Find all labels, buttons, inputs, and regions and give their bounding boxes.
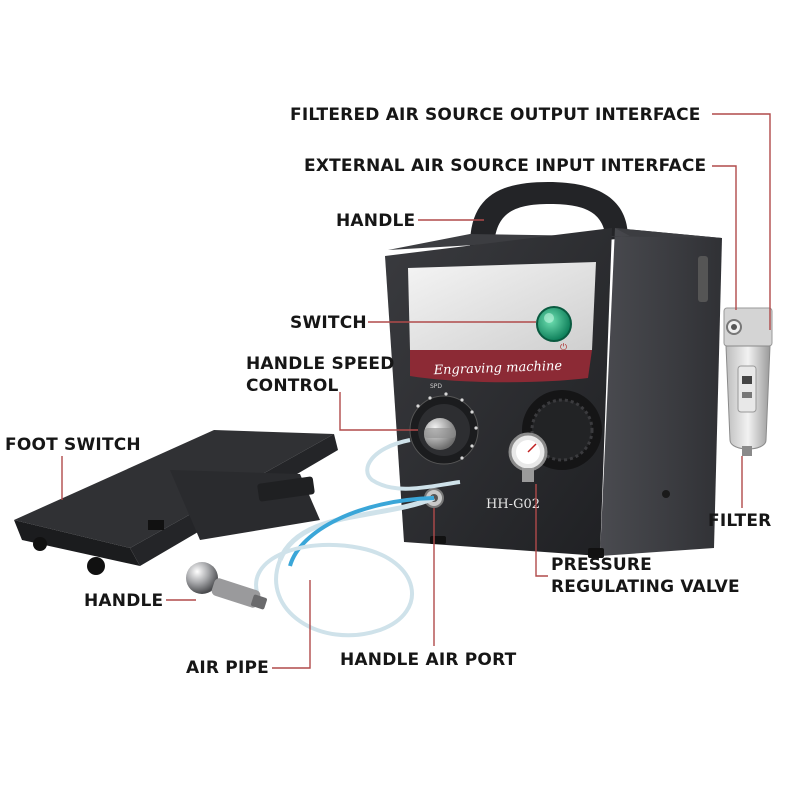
label-filtered-air-output: FILTERED AIR SOURCE OUTPUT INTERFACE [290,105,701,125]
model-text: HH-G02 [486,497,540,512]
banner [410,350,592,383]
label-handle-air-port: HANDLE AIR PORT [340,650,517,670]
label-foot-switch: FOOT SWITCH [5,435,141,455]
leader-air-pipe [272,580,311,669]
foot-pedal [14,430,338,575]
machine-side [600,228,722,556]
power-symbol: ⏻ [560,342,567,353]
label-filter: FILTER [708,511,772,531]
power-switch[interactable] [536,306,572,342]
label-switch: SWITCH [290,313,367,333]
label-machine-handle: HANDLE [336,211,416,231]
leader-speed-control [339,392,418,431]
air-tubes [254,438,461,638]
label-speed-control-1: HANDLE SPEED [246,354,395,374]
label-pressure-1: PRESSURE [551,555,652,575]
side-clip [698,256,708,302]
leader-external-input [712,165,737,310]
label-speed-control-2: CONTROL [246,376,339,396]
label-pressure-2: REGULATING VALVE [551,577,740,597]
machine-foot-right [588,548,604,558]
leader-filtered-output [712,113,771,330]
air-filter [723,307,773,456]
speed-dial[interactable] [409,395,479,465]
label-air-pipe: AIR PIPE [186,658,269,678]
machine-handle [470,182,628,246]
pressure-gauge [508,432,548,482]
label-handpiece: HANDLE [84,591,164,611]
leader-pressure [535,484,548,577]
label-external-air-input: EXTERNAL AIR SOURCE INPUT INTERFACE [304,156,707,176]
dial-ticks [416,392,478,460]
banner-text: Engraving machine [432,359,562,379]
side-screw [662,490,670,498]
handpiece [186,562,267,610]
speed-dial-label: SPD [430,383,442,390]
